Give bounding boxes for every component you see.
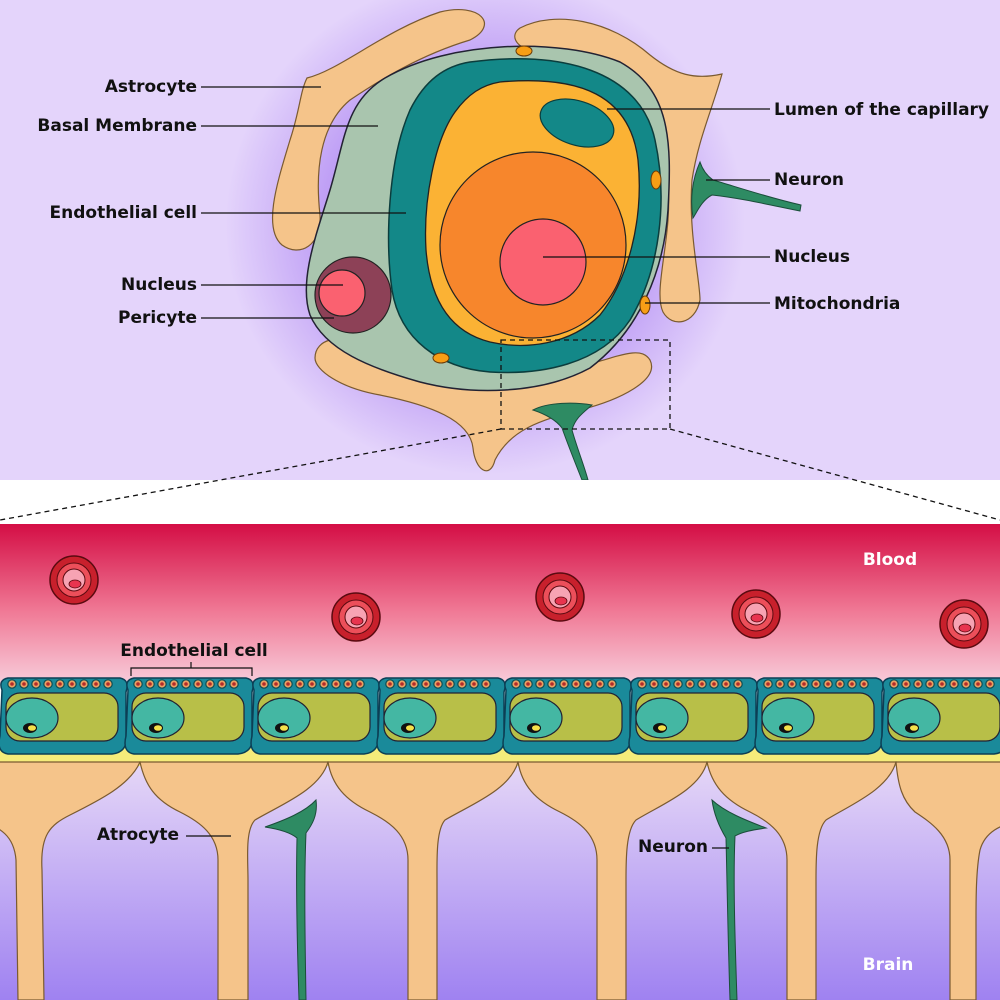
astrocyte-foot	[517, 761, 708, 1000]
mitochondrion	[650, 170, 662, 190]
endothelial-cell	[755, 678, 883, 754]
label-brain: Brain	[863, 955, 914, 975]
label-neuron-bottom: Neuron	[638, 837, 708, 857]
label-atrocyte: Atrocyte	[97, 825, 179, 845]
label-endothelial-cell-bottom: Endothelial cell	[120, 641, 267, 661]
red-blood-cell	[731, 589, 781, 639]
bottom-labels: Blood Endothelial cell Atrocyte Neuron B…	[97, 550, 917, 975]
zoom-box	[500, 339, 671, 430]
lumen-inner-shape	[539, 98, 615, 148]
mitochondrion	[515, 45, 533, 57]
label-astrocyte: Astrocyte	[105, 77, 197, 97]
endothelial-nucleus-inner	[499, 218, 587, 306]
top-panel	[0, 0, 1000, 481]
endothelial-cell	[125, 678, 253, 754]
astrocyte-foot	[327, 761, 519, 1000]
mitochondrion	[432, 352, 450, 364]
label-pericyte: Pericyte	[118, 308, 197, 328]
endothelial-bracket	[130, 662, 253, 676]
label-lumen: Lumen of the capillary	[774, 100, 989, 120]
label-mitochondria: Mitochondria	[774, 294, 900, 314]
astrocyte-foot	[706, 761, 897, 1000]
zoom-line-right	[669, 428, 1000, 521]
pericyte-nucleus	[318, 269, 366, 317]
mitochondrion	[639, 295, 651, 315]
endothelial-cell	[881, 678, 1000, 754]
red-blood-cell	[535, 572, 585, 622]
astrocyte-foot	[0, 761, 141, 1000]
red-blood-cell	[49, 555, 99, 605]
neuron-bottom-right	[711, 798, 768, 1000]
label-nucleus-endothelial: Nucleus	[774, 247, 850, 267]
astrocyte-foot	[895, 761, 1000, 1000]
mitochondria-group	[432, 45, 662, 364]
astrocyte-foot-left	[271, 8, 485, 251]
endothelial-cell	[251, 678, 379, 754]
red-blood-cell	[331, 592, 381, 642]
red-blood-cell	[939, 599, 989, 649]
bottom-panel	[0, 524, 1000, 1000]
endothelial-cell	[0, 678, 127, 754]
endothelial-cell	[503, 678, 631, 754]
endothelial-cell	[629, 678, 757, 754]
zoom-line-left	[0, 428, 502, 521]
label-neuron-top: Neuron	[774, 170, 844, 190]
label-nucleus-pericyte: Nucleus	[121, 275, 197, 295]
endothelial-cell	[377, 678, 505, 754]
top-labels: Astrocyte Basal Membrane Endothelial cel…	[37, 77, 989, 328]
label-blood: Blood	[863, 550, 917, 570]
blood-region	[0, 524, 1000, 684]
label-basal-membrane: Basal Membrane	[37, 116, 197, 136]
neuron-bottom-left	[264, 798, 317, 1000]
astrocyte-foot	[139, 761, 329, 1000]
separator-band	[0, 480, 1000, 524]
astrocyte-feet-row	[0, 761, 1000, 1000]
neuron-bottom	[531, 402, 594, 481]
label-endothelial-cell-top: Endothelial cell	[50, 203, 197, 223]
endothelial-cell-row	[0, 678, 1000, 754]
